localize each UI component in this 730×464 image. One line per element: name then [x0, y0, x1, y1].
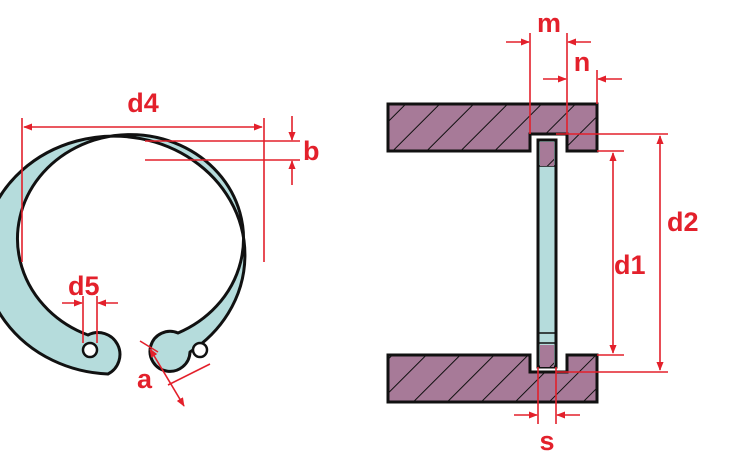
label-m: m [537, 8, 561, 38]
label-a: a [137, 364, 153, 394]
dimension-m: m [506, 8, 591, 134]
label-d5: d5 [68, 271, 100, 301]
dimension-b: b [145, 116, 320, 185]
housing-top-block [386, 102, 599, 153]
label-d4: d4 [127, 88, 159, 118]
circlip-right-lug-hole [191, 341, 209, 359]
label-d1: d1 [614, 250, 646, 280]
label-d2: d2 [667, 207, 699, 237]
dimension-a: a [137, 340, 211, 407]
dimension-d5: d5 [62, 271, 118, 343]
label-s: s [539, 426, 554, 456]
dimension-n: n [543, 47, 622, 104]
circlip-ring [0, 133, 247, 376]
dimension-d4: d4 [21, 88, 265, 262]
housing-bottom-block [386, 353, 599, 404]
dimension-s: s [514, 367, 580, 456]
housing-cross-section [386, 102, 599, 404]
dimension-d2: d2 [556, 133, 699, 373]
label-b: b [303, 136, 320, 166]
circlip-front-view [0, 133, 247, 376]
dimension-d1: d1 [597, 150, 646, 356]
label-n: n [574, 47, 591, 77]
circlip-left-lug-hole [81, 341, 99, 359]
